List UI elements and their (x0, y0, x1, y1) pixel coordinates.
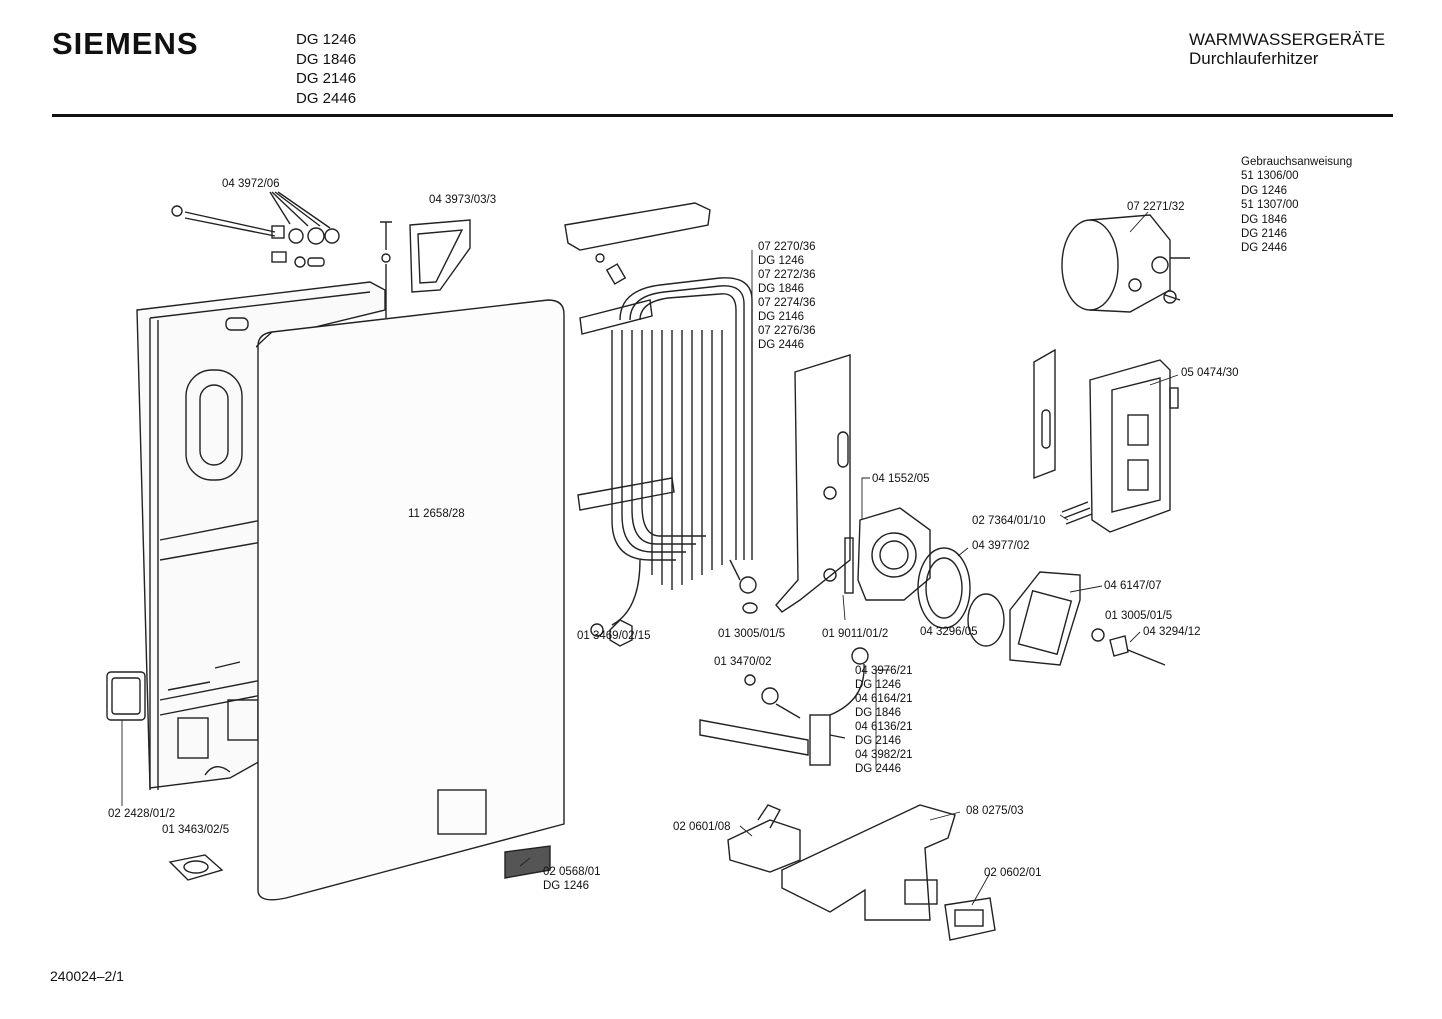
pipe-line-2: DG 1246 (855, 679, 902, 691)
header-rule (52, 114, 1393, 117)
pipe-line-8: DG 2446 (855, 763, 902, 775)
rating-plate-line-2: DG 1246 (543, 880, 590, 892)
pipe-line-7: 04 3982/21 (855, 749, 913, 761)
pipe-line-4: DG 1846 (855, 707, 902, 719)
label-nut-right: 01 3005/01/5 (1105, 610, 1173, 622)
rod-part (1127, 649, 1166, 666)
label-nut-left: 01 3469/02/15 (577, 630, 651, 642)
model-1: DG 1246 (296, 31, 357, 48)
washer-part (744, 674, 756, 686)
label-nut-center: 01 3005/01/5 (718, 628, 786, 640)
label-pressure-switch: 07 2271/32 (1127, 201, 1185, 213)
label-heater-block: 07 2270/36 DG 1246 07 2272/36 DG 1846 07… (758, 240, 816, 352)
heater-line-5: 07 2274/36 (758, 297, 816, 309)
label-diaphragm: 04 3977/02 (972, 540, 1030, 552)
frame-plate-part (944, 897, 996, 941)
label-diaphragm-housing: 04 1552/05 (872, 473, 930, 485)
leader-lines (121, 211, 1179, 906)
switch-unit-drawing (1089, 359, 1179, 533)
flange-plate (775, 354, 851, 613)
label-seal: 01 9011/01/2 (822, 628, 889, 640)
diaphragm-part (917, 547, 971, 629)
label-knob-cover: 04 3973/03/3 (429, 194, 497, 206)
model-3: DG 2146 (296, 70, 357, 87)
switch-bracket (1033, 348, 1056, 480)
heater-line-6: DG 2146 (758, 311, 805, 323)
label-terminal: 02 0601/08 (673, 821, 731, 833)
disc-part (967, 593, 1005, 647)
label-rod: 04 3294/12 (1143, 626, 1201, 638)
label-base-plate: 08 0275/03 (966, 805, 1024, 817)
pipe-drawing (699, 647, 869, 766)
label-hood: 11 2658/28 (408, 508, 465, 520)
label-screw-set: 04 3972/06 (222, 178, 280, 190)
diaphragm-housing (857, 507, 931, 601)
nut-center-part (742, 602, 758, 614)
cover-plate-part (1009, 571, 1081, 666)
label-switch-unit: 05 0474/30 (1181, 367, 1239, 379)
nut-left-part (590, 623, 604, 637)
heater-coil-drawing (577, 277, 757, 626)
manual-line-6: DG 2446 (1241, 242, 1288, 255)
category-title: WARMWASSERGERÄTE (1189, 30, 1386, 49)
model-list: DG 1246 DG 1846 DG 2146 DG 2446 (296, 30, 356, 108)
label-rating-plate: 02 0568/01 DG 1246 (543, 865, 601, 893)
screw-set-drawing (171, 191, 340, 268)
model-2: DG 1846 (296, 50, 357, 68)
label-pipe: 04 3976/21 DG 1246 04 6164/21 DG 1846 04… (855, 664, 913, 776)
label-disc: 04 3296/05 (920, 626, 978, 638)
label-spring: 02 7364/01/10 (972, 515, 1046, 527)
terminal-part (727, 819, 801, 873)
manual-reference: Gebrauchsanweisung 51 1306/00 DG 1246 51… (1241, 155, 1352, 256)
mounting-bracket (564, 202, 711, 251)
document-number: 240024–2/1 (50, 968, 124, 984)
spring-part (1061, 501, 1093, 525)
knob-cover-part (409, 219, 471, 293)
label-bushing: 01 3463/02/5 (162, 824, 230, 836)
manual-title: Gebrauchsanweisung (1241, 156, 1353, 168)
manual-line-5: DG 2146 (1241, 228, 1288, 241)
heater-line-4: DG 1846 (758, 283, 805, 295)
label-washer: 01 3470/02 (714, 656, 772, 668)
small-screw (380, 221, 392, 318)
pipe-line-3: 04 6164/21 (855, 693, 913, 705)
heater-line-2: DG 1246 (758, 255, 805, 267)
label-frame-plate: 02 0602/01 (984, 867, 1042, 879)
seal-part (844, 537, 854, 594)
manual-line-1: 51 1306/00 (1241, 170, 1299, 183)
brand-logo: SIEMENS (52, 26, 199, 61)
pipe-line-6: DG 2146 (855, 735, 902, 747)
rating-plate-line-1: 02 0568/01 (543, 866, 601, 878)
heater-line-8: DG 2446 (758, 339, 805, 351)
label-cover-plate: 04 6147/07 (1104, 580, 1162, 592)
nut-right-part (1091, 628, 1105, 642)
manual-line-2: DG 1246 (1241, 184, 1288, 197)
hood-drawing (255, 299, 565, 901)
heater-line-3: 07 2272/36 (758, 269, 816, 281)
side-label-part (106, 671, 146, 721)
bushing-part (168, 854, 224, 881)
model-4: DG 2446 (296, 89, 357, 107)
heater-line-1: 07 2270/36 (758, 241, 816, 253)
rating-plate-part (504, 845, 551, 879)
pipe-line-1: 04 3976/21 (855, 665, 913, 677)
label-side-label: 02 2428/01/2 (108, 808, 176, 820)
subcategory-title: Durchlauferhitzer (1189, 49, 1319, 68)
manual-line-4: DG 1846 (1241, 213, 1288, 226)
manual-line-3: 51 1307/00 (1241, 199, 1299, 212)
pressure-switch-drawing (1061, 214, 1190, 313)
heater-line-7: 07 2276/36 (758, 325, 816, 337)
pipe-line-5: 04 6136/21 (855, 721, 913, 733)
base-plate-part (781, 804, 956, 921)
